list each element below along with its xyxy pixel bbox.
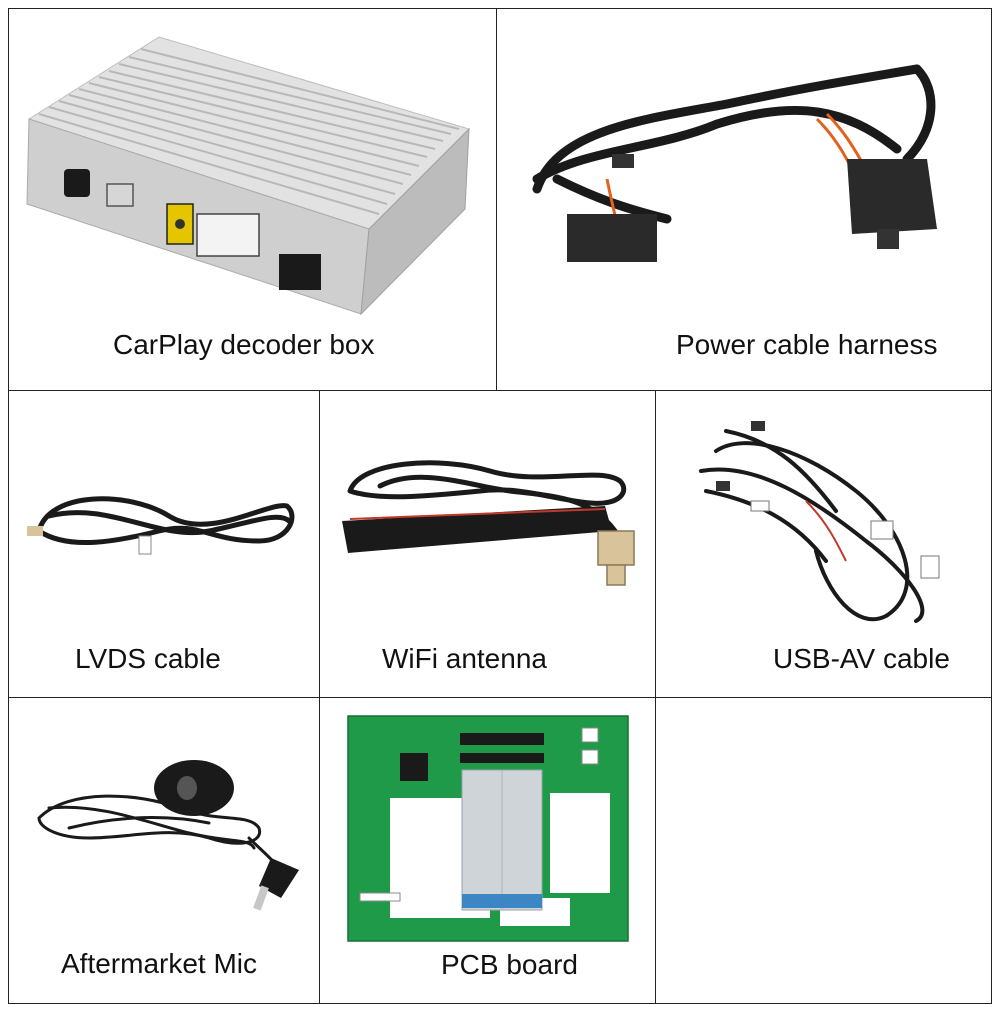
cell-pcb-board: PCB board (320, 698, 655, 1003)
cell-label: LVDS cable (75, 643, 221, 674)
pcb-board-image (347, 715, 629, 942)
grid-col-top-divider (496, 8, 497, 391)
grid-right-line (991, 8, 992, 1004)
cell-empty (656, 698, 991, 1003)
cell-label: Power cable harness (676, 329, 938, 360)
grid-col2-divider (655, 390, 656, 1004)
wifi-antenna-image (342, 460, 635, 586)
grid-top-line (8, 8, 992, 9)
grid-row2-line (8, 697, 992, 698)
cell-label: WiFi antenna (382, 643, 547, 674)
decoder-box-image (26, 36, 470, 316)
mic-image (37, 760, 299, 911)
cell-usb-av-cable: USB-AV cable (656, 391, 991, 697)
grid-left-line (8, 8, 9, 1004)
cell-label: USB-AV cable (773, 643, 950, 674)
cell-power-cable-harness: Power cable harness (497, 9, 991, 390)
cell-label: CarPlay decoder box (113, 329, 375, 360)
cell-label: Aftermarket Mic (61, 948, 258, 979)
cell-wifi-antenna: WiFi antenna (320, 391, 655, 697)
usb-av-cable-image (699, 421, 940, 623)
lvds-cable-image (27, 496, 295, 555)
grid-col1-divider (319, 390, 320, 1004)
cell-carplay-decoder-box: CarPlay decoder box (9, 9, 496, 390)
grid-row1-line (8, 390, 992, 391)
power-harness-image (532, 64, 937, 262)
cell-lvds-cable: LVDS cable (9, 391, 319, 697)
cell-aftermarket-mic: Aftermarket Mic (9, 698, 319, 1003)
grid-bottom-line (8, 1003, 992, 1004)
cell-label: PCB board (441, 949, 578, 980)
